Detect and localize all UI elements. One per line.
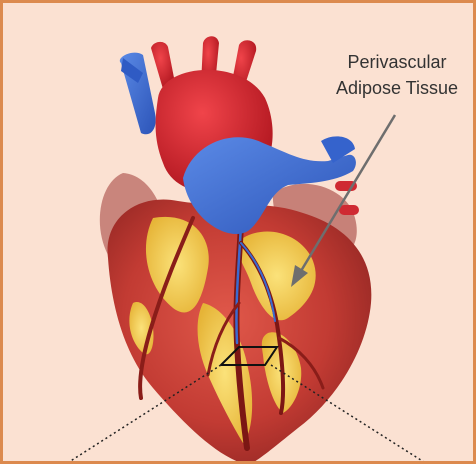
label-line-1: Perivascular bbox=[317, 49, 476, 75]
perivascular-adipose-label: Perivascular Adipose Tissue bbox=[317, 49, 476, 101]
great-veins bbox=[120, 53, 156, 135]
label-line-2: Adipose Tissue bbox=[317, 75, 476, 101]
